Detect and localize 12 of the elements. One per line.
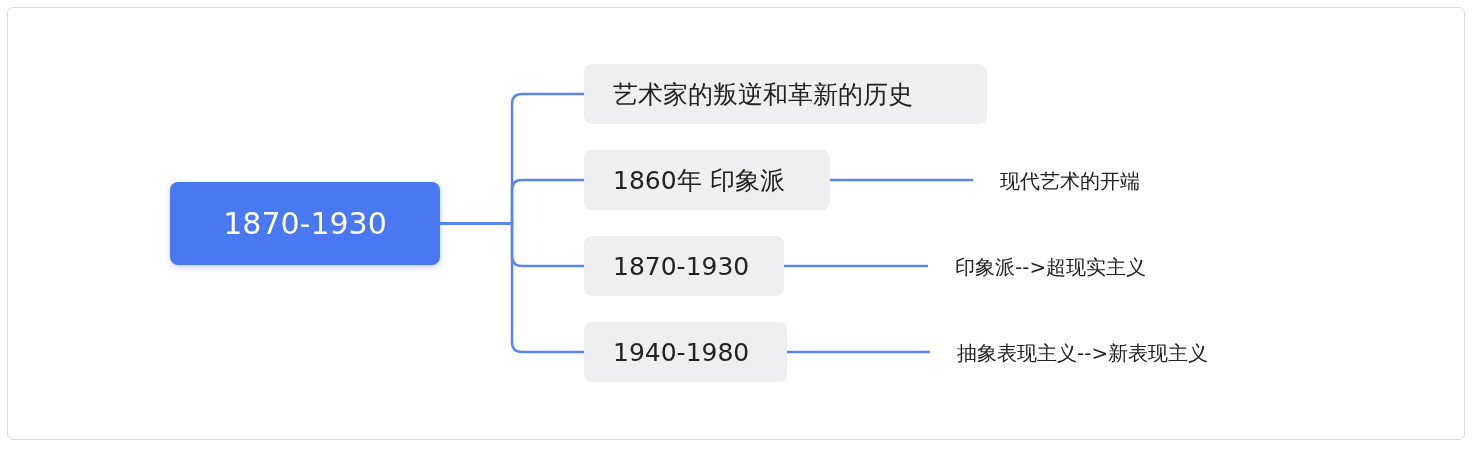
connector-line bbox=[787, 350, 930, 354]
leaf-text: 现代艺术的开端 bbox=[973, 166, 1203, 196]
topic-box: 1860年 印象派 bbox=[584, 150, 830, 210]
connector-line bbox=[830, 178, 973, 182]
leaf-text: 抽象表现主义-->新表现主义 bbox=[930, 338, 1300, 368]
topic-box: 1870-1930 bbox=[584, 236, 784, 296]
connector-line bbox=[784, 264, 928, 268]
leaf-text: 印象派-->超现实主义 bbox=[928, 252, 1218, 282]
topic-box: 艺术家的叛逆和革新的历史 bbox=[584, 64, 987, 124]
connector-line bbox=[440, 222, 584, 354]
root-box: 1870-1930 bbox=[170, 182, 440, 265]
topic-box: 1940-1980 bbox=[584, 322, 787, 382]
